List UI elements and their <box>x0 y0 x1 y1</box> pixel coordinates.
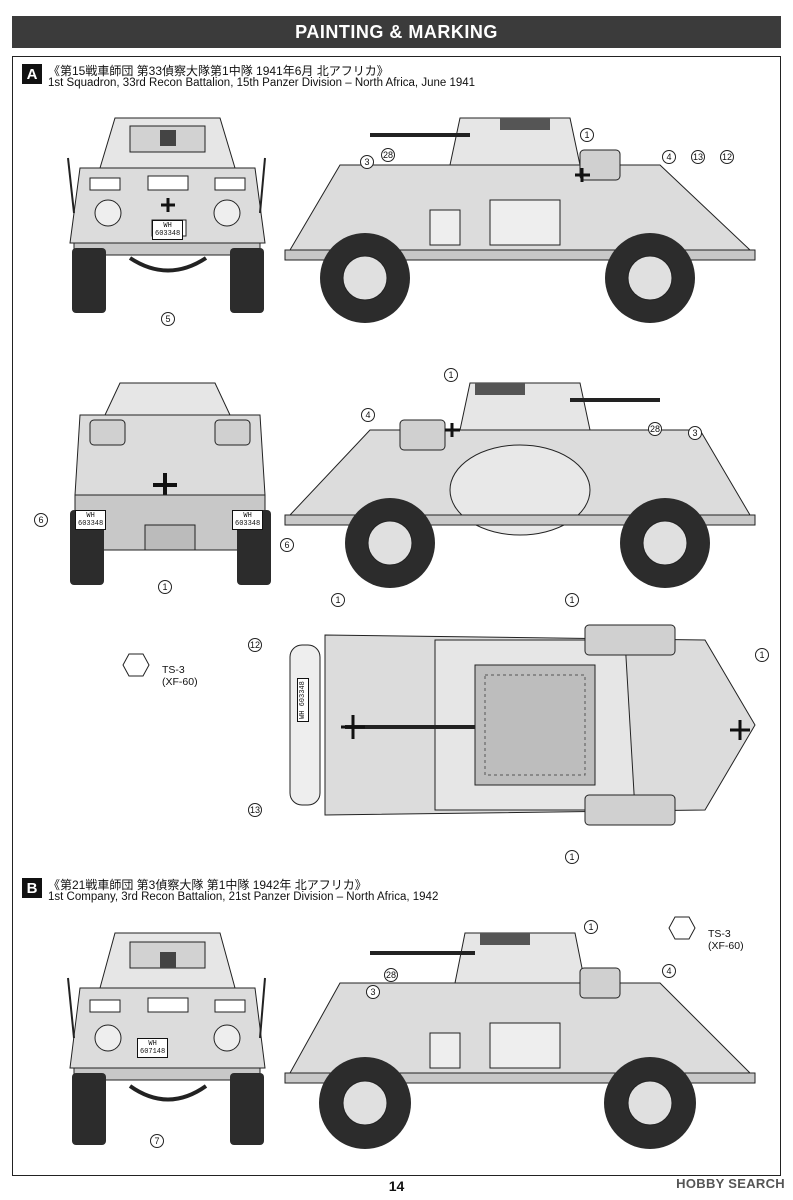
page-number: 14 <box>388 1178 405 1194</box>
callout-b-side-3: 3 <box>366 985 380 999</box>
callout-a-rear-6-right: 6 <box>280 538 294 552</box>
callout-a-side-1: 1 <box>580 128 594 142</box>
callout-b-side-4: 4 <box>662 964 676 978</box>
paint-hex-b-icon <box>668 916 696 940</box>
paint-hex-a-icon <box>122 653 150 677</box>
callout-a-side-13: 13 <box>691 150 705 164</box>
paint-label-b: TS-3(XF-60) <box>708 928 744 952</box>
content-frame <box>12 56 781 1176</box>
callout-a-front-5: 5 <box>161 312 175 326</box>
callout-a-side2-4: 4 <box>361 408 375 422</box>
vehicle-a-side-view-2 <box>284 382 756 588</box>
callout-b-front-7: 7 <box>150 1134 164 1148</box>
callout-a-side2-3: 3 <box>688 426 702 440</box>
vehicle-a-front-view <box>67 117 266 313</box>
callout-a-top-1b: 1 <box>565 593 579 607</box>
callout-a-side-28: 28 <box>381 148 395 162</box>
section-a-title-en: 1st Squadron, 33rd Recon Battalion, 15th… <box>48 77 476 89</box>
callout-a-top-1a: 1 <box>331 593 345 607</box>
vehicle-a-side-view <box>284 117 756 323</box>
section-a-title-jp: 《第15戦車師団 第33偵察大隊第1中隊 1941年6月 北アフリカ》 <box>48 64 389 78</box>
callout-b-side-1: 1 <box>584 920 598 934</box>
vehicle-a-top-plate: WH 603348 <box>297 678 309 722</box>
section-b-title-jp: 《第21戦車師団 第3偵察大隊 第1中隊 1942年 北アフリカ》 <box>48 878 367 892</box>
paint-label-a: TS-3(XF-60) <box>162 664 198 688</box>
callout-b-side-28: 28 <box>384 968 398 982</box>
callout-a-rear-1: 1 <box>158 580 172 594</box>
callout-a-rear-6-left: 6 <box>34 513 48 527</box>
vehicle-a-rear-view <box>70 382 271 585</box>
callout-a-side-4: 4 <box>662 150 676 164</box>
callout-a-top-1d: 1 <box>565 850 579 864</box>
callout-a-side2-28: 28 <box>648 422 662 436</box>
section-b-letter: B <box>22 878 42 898</box>
callout-a-top-12: 12 <box>248 638 262 652</box>
watermark: HOBBY SEARCH <box>676 1176 785 1191</box>
callout-a-side2-1: 1 <box>444 368 458 382</box>
section-a-letter: A <box>22 64 42 84</box>
callout-a-top-13: 13 <box>248 803 262 817</box>
callout-a-top-1c: 1 <box>755 648 769 662</box>
vehicle-b-front-view <box>67 932 266 1145</box>
callout-a-side-12: 12 <box>720 150 734 164</box>
vehicle-a-top-view <box>289 624 756 826</box>
vehicle-b-side-view <box>284 932 756 1149</box>
section-b-title-en: 1st Company, 3rd Recon Battalion, 21st P… <box>48 891 439 903</box>
callout-a-side-3: 3 <box>360 155 374 169</box>
page-title: PAINTING & MARKING <box>295 21 498 42</box>
header-bar: PAINTING & MARKING <box>12 16 781 48</box>
